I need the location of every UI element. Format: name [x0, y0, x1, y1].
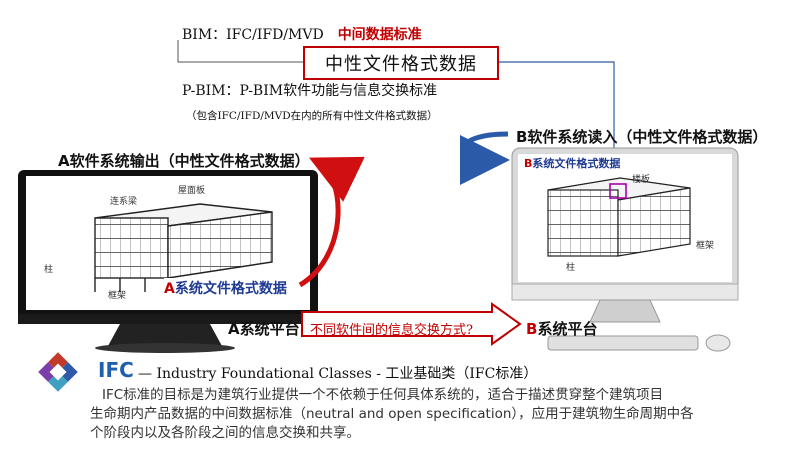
b-screen-label: B系统文件格式数据 — [524, 155, 621, 171]
ifc-desc-line-1: IFC标准的目标是为建筑行业提供一个不依赖于任何具体系统的，适合于描述贯穿整个建… — [102, 387, 664, 403]
building-b — [547, 177, 691, 257]
b-input-label: B软件系统读入（中性文件格式数据） — [516, 128, 768, 146]
include-note: （包含IFC/IFD/MVD在内的所有中性文件格式数据） — [186, 110, 438, 122]
connector-line-right — [495, 61, 615, 190]
building-b-label-frame: 框架 — [696, 241, 715, 251]
exchange-arrow — [301, 302, 522, 346]
a-platform-label: A系统平台 — [228, 320, 300, 338]
a-screen-label: A系统文件格式数据 — [164, 278, 287, 298]
building-a-label-frame: 框架 — [108, 291, 127, 301]
read-in-arrow — [459, 131, 510, 185]
ifc-description: IFC标准的目标是为建筑行业提供一个不依赖于任何具体系统的，适合于描述贯穿整个建… — [90, 386, 780, 443]
bim-red-label: 中间数据标准 — [337, 27, 422, 43]
b-platform-text: 系统平台 — [537, 320, 598, 338]
a-screen-label-text: 系统文件格式数据 — [174, 281, 287, 297]
neutral-format-box: 中性文件格式数据 — [303, 46, 499, 80]
b-screen-label-text: 系统文件格式数据 — [532, 157, 621, 170]
pbim-line: P-BIM：P-BIM软件功能与信息交换标准 — [182, 83, 438, 99]
output-arrow — [298, 156, 365, 288]
ifc-title: — Industry Foundational Classes - 工业基础类（… — [138, 366, 538, 382]
a-output-label: A软件系统输出（中性文件格式数据） — [58, 152, 310, 170]
b-screen-letter: B — [524, 157, 533, 170]
ifc-desc-line-2: 生命期内产品数据的中间数据标准（neutral and open specifi… — [90, 406, 694, 422]
building-a-label-beam: 连系梁 — [110, 197, 138, 207]
ifc-logo-mark — [38, 352, 78, 392]
building-b-label-slab: 楼板 — [632, 175, 651, 185]
building-a-label-roof: 屋面板 — [178, 186, 206, 196]
ifc-logo-text: IFC — [98, 358, 134, 382]
ifc-desc-line-3: 个阶段内以及各阶段之间的信息交换和共享。 — [90, 425, 360, 441]
b-platform-letter: B — [526, 320, 538, 338]
connector-line-left — [177, 40, 303, 63]
building-a-label-column: 柱 — [44, 265, 54, 275]
a-screen-letter: A — [164, 281, 175, 297]
bim-label: BIM：IFC/IFD/MVD — [182, 27, 324, 43]
exchange-question: 不同软件间的信息交换方式? — [310, 323, 473, 338]
b-platform-label: B系统平台 — [526, 318, 597, 339]
bim-standard-line: BIM：IFC/IFD/MVD 中间数据标准 — [182, 24, 422, 44]
building-b-label-column: 柱 — [566, 263, 576, 273]
